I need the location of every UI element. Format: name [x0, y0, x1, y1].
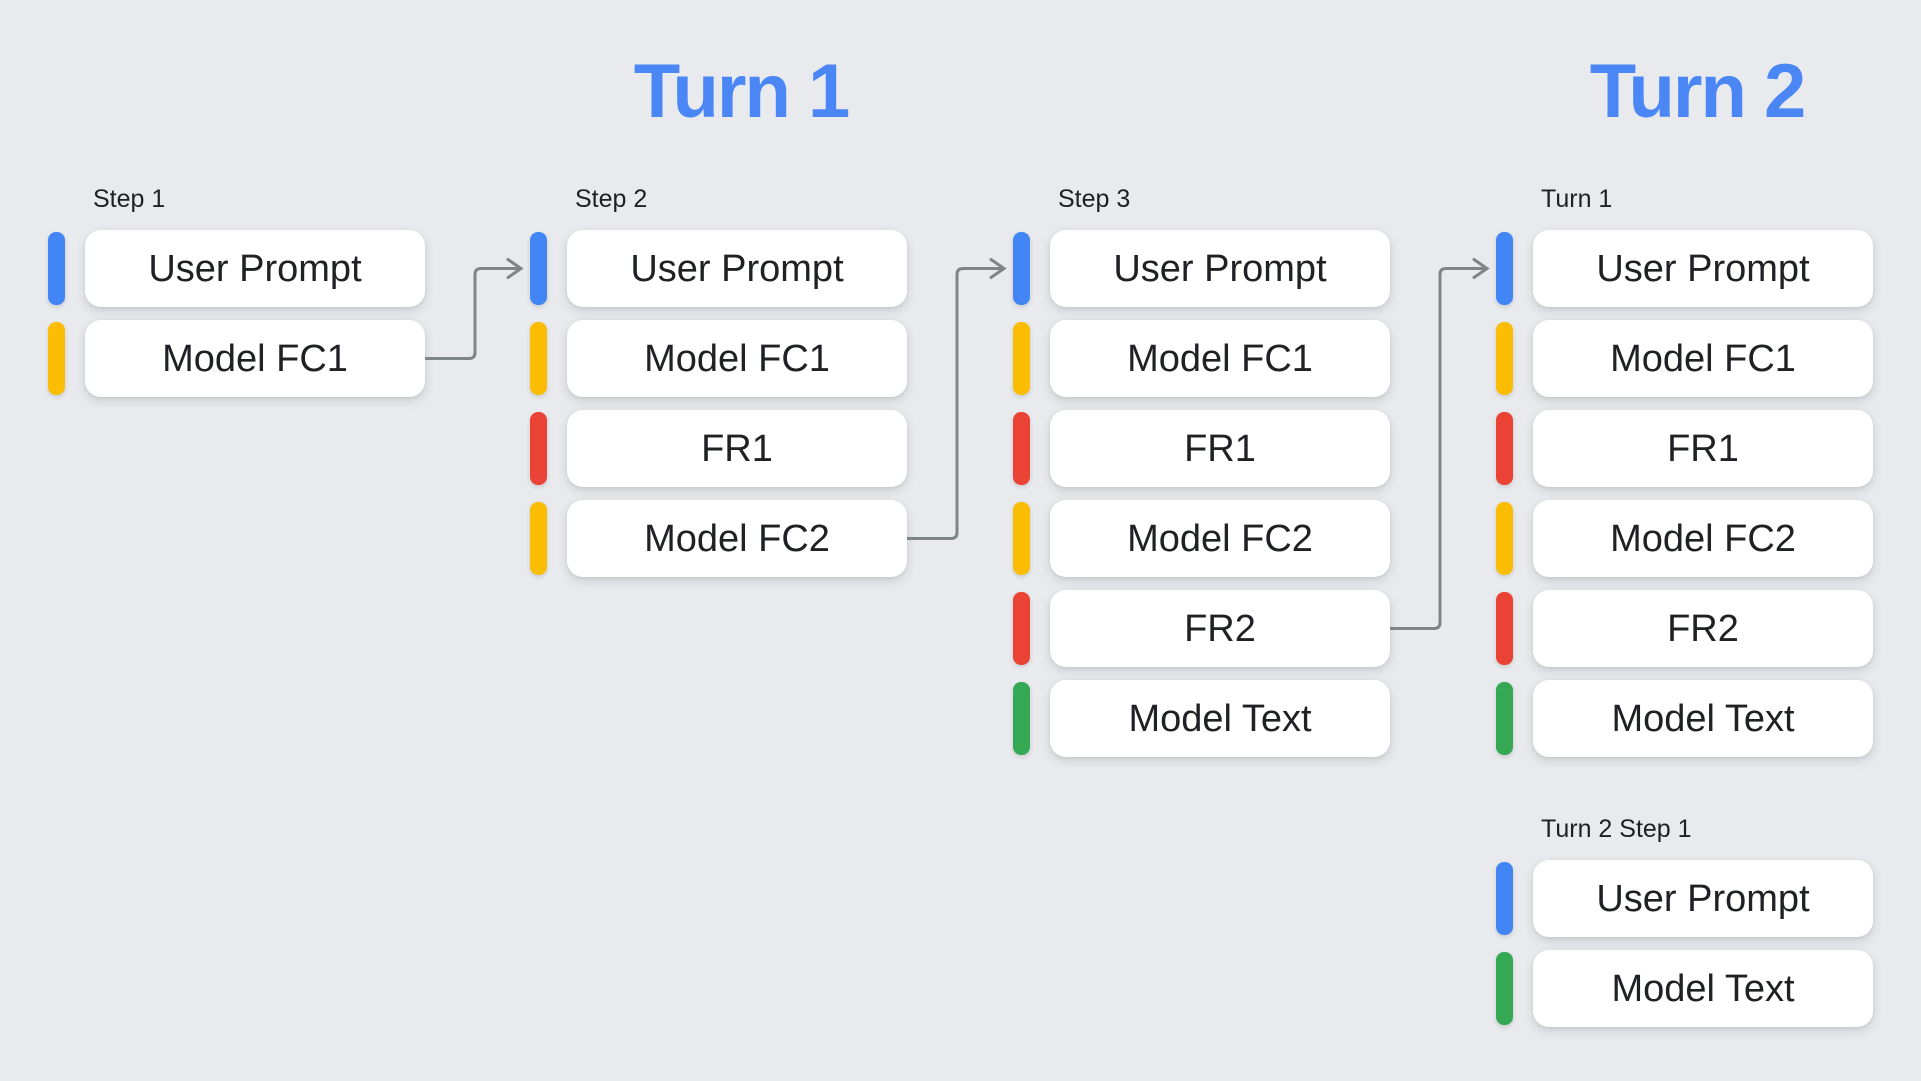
card-step1-user-prompt: User Prompt	[85, 230, 425, 307]
user-prompt-color-bar	[1013, 232, 1030, 305]
row-turn1-user-prompt: User Prompt	[1496, 230, 1873, 307]
row-turn1-model-text: Model Text	[1496, 680, 1873, 757]
card-turn1-user-prompt: User Prompt	[1533, 230, 1873, 307]
card-step3-model-fc1: Model FC1	[1050, 320, 1390, 397]
row-turn1-model-fc1: Model FC1	[1496, 320, 1873, 397]
model-fc-color-bar	[530, 502, 547, 575]
model-fc-color-bar	[1496, 322, 1513, 395]
card-turn1-model-fc1: Model FC1	[1533, 320, 1873, 397]
card-step3-model-fc2: Model FC2	[1050, 500, 1390, 577]
function-response-color-bar	[1496, 412, 1513, 485]
card-turn1-model-text: Model Text	[1533, 680, 1873, 757]
row-step1-user-prompt: User Prompt	[48, 230, 425, 307]
row-turn2step1-model-text: Model Text	[1496, 950, 1873, 1027]
group-label-turn2step1: Turn 2 Step 1	[1541, 815, 1692, 843]
arrowhead-icon	[1472, 258, 1490, 279]
model-text-color-bar	[1013, 682, 1030, 755]
group-label-step3: Step 3	[1058, 185, 1131, 213]
card-step1-model-fc1: Model FC1	[85, 320, 425, 397]
function-response-color-bar	[530, 412, 547, 485]
user-prompt-color-bar	[1496, 862, 1513, 935]
model-text-color-bar	[1496, 682, 1513, 755]
card-step2-fr1: FR1	[567, 410, 907, 487]
turn-2-title: Turn 2	[1589, 49, 1807, 134]
card-turn1-fr2: FR2	[1533, 590, 1873, 667]
arrowhead-icon	[989, 258, 1007, 279]
card-step3-model-text: Model Text	[1050, 680, 1390, 757]
function-response-color-bar	[1013, 592, 1030, 665]
group-label-step2: Step 2	[575, 185, 648, 213]
row-step2-fr1: FR1	[530, 410, 907, 487]
connector-step1-to-step2	[425, 267, 519, 360]
card-turn2step1-model-text: Model Text	[1533, 950, 1873, 1027]
card-turn1-fr1: FR1	[1533, 410, 1873, 487]
row-step3-model-text: Model Text	[1013, 680, 1390, 757]
user-prompt-color-bar	[530, 232, 547, 305]
model-fc-color-bar	[530, 322, 547, 395]
row-turn1-fr1: FR1	[1496, 410, 1873, 487]
card-turn2step1-user-prompt: User Prompt	[1533, 860, 1873, 937]
card-turn1-model-fc2: Model FC2	[1533, 500, 1873, 577]
card-step2-model-fc2: Model FC2	[567, 500, 907, 577]
row-step3-fr1: FR1	[1013, 410, 1390, 487]
model-text-color-bar	[1496, 952, 1513, 1025]
model-fc-color-bar	[1013, 322, 1030, 395]
user-prompt-color-bar	[1496, 232, 1513, 305]
row-step1-model-fc1: Model FC1	[48, 320, 425, 397]
card-step3-user-prompt: User Prompt	[1050, 230, 1390, 307]
group-label-step1: Step 1	[93, 185, 166, 213]
row-step3-user-prompt: User Prompt	[1013, 230, 1390, 307]
model-fc-color-bar	[48, 322, 65, 395]
connector-step2-to-step3	[907, 267, 1002, 540]
card-step3-fr1: FR1	[1050, 410, 1390, 487]
turn-1-title: Turn 1	[633, 49, 851, 134]
group-label-turn1: Turn 1	[1541, 185, 1613, 213]
row-step2-model-fc2: Model FC2	[530, 500, 907, 577]
row-turn1-model-fc2: Model FC2	[1496, 500, 1873, 577]
card-step2-model-fc1: Model FC1	[567, 320, 907, 397]
row-step3-model-fc2: Model FC2	[1013, 500, 1390, 577]
user-prompt-color-bar	[48, 232, 65, 305]
row-step2-user-prompt: User Prompt	[530, 230, 907, 307]
row-step3-model-fc1: Model FC1	[1013, 320, 1390, 397]
card-step2-user-prompt: User Prompt	[567, 230, 907, 307]
model-fc-color-bar	[1496, 502, 1513, 575]
row-step2-model-fc1: Model FC1	[530, 320, 907, 397]
row-step3-fr2: FR2	[1013, 590, 1390, 667]
connector-step3-to-turn1	[1390, 267, 1485, 630]
arrowhead-icon	[506, 258, 524, 279]
model-fc-color-bar	[1013, 502, 1030, 575]
row-turn2step1-user-prompt: User Prompt	[1496, 860, 1873, 937]
row-turn1-fr2: FR2	[1496, 590, 1873, 667]
function-response-color-bar	[1496, 592, 1513, 665]
card-step3-fr2: FR2	[1050, 590, 1390, 667]
function-response-color-bar	[1013, 412, 1030, 485]
